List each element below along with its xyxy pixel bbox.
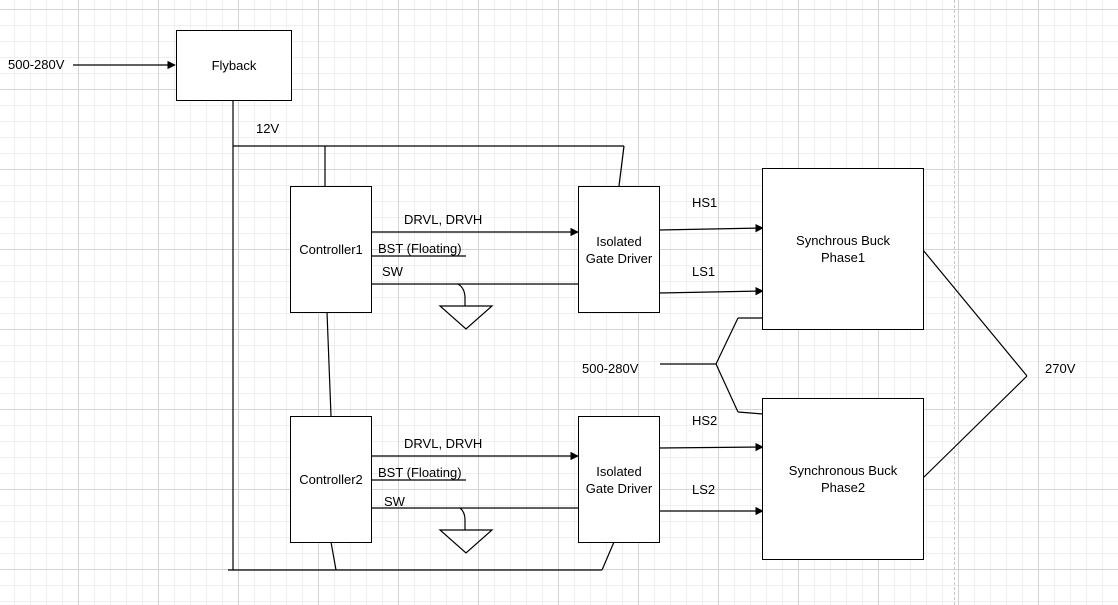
ground1-wire (457, 283, 466, 306)
buck2-block[interactable]: Synchronous Buck Phase2 (762, 398, 924, 560)
controller1-label: Controller1 (299, 242, 363, 257)
bst2-label: BST (Floating) (378, 465, 462, 480)
rail-12v-label: 12V (256, 121, 280, 136)
flyback-label: Flyback (211, 58, 257, 73)
buck1-block[interactable]: Synchrous Buck Phase1 (762, 168, 924, 330)
sw2-label: SW (384, 494, 405, 509)
ls2-label: LS2 (692, 482, 716, 497)
sw1-label: SW (382, 264, 403, 279)
drv2-label: DRVL, DRVH (404, 436, 483, 451)
input-mid-label: 500-280V (582, 361, 639, 376)
buck2-output-wire (922, 375, 1028, 479)
gate-driver2-label: Isolated Gate Driver (585, 463, 653, 496)
input-top-label: 500-280V (8, 57, 65, 72)
mid-input-to-buck2 (715, 363, 739, 413)
mid-input-to-buck2-tail (737, 411, 764, 415)
buck1-output-wire (922, 249, 1028, 377)
mid-input-to-buck1 (715, 317, 739, 365)
ls1-wire (658, 286, 764, 296)
ls1-label: LS1 (692, 264, 716, 279)
ground1-symbol (438, 305, 494, 330)
output-label: 270V (1045, 361, 1076, 376)
hs1-label: HS1 (692, 195, 718, 210)
ground2-wire (459, 507, 466, 530)
rail-to-gate-driver2 (601, 541, 615, 571)
hs2-label: HS2 (692, 413, 718, 428)
controller1-block[interactable]: Controller1 (290, 186, 372, 313)
gate-driver1-label: Isolated Gate Driver (585, 233, 653, 266)
drv1-label: DRVL, DRVH (404, 212, 483, 227)
gate-driver1-block[interactable]: Isolated Gate Driver (578, 186, 660, 313)
controller-link-wire (326, 311, 332, 417)
rail-to-gate-driver1 (618, 145, 625, 187)
controller2-label: Controller2 (299, 472, 363, 487)
bst1-label: BST (Floating) (378, 241, 462, 256)
ground2-symbol (438, 529, 494, 554)
flyback-block[interactable]: Flyback (176, 30, 292, 101)
hs1-wire (658, 223, 764, 233)
hs2-wire (658, 442, 764, 452)
buck1-label: Synchrous Buck Phase1 (796, 233, 890, 265)
buck2-label: Synchronous Buck Phase2 (788, 463, 898, 495)
page-boundary-line (954, 0, 955, 605)
controller2-block[interactable]: Controller2 (290, 416, 372, 543)
gate-driver2-block[interactable]: Isolated Gate Driver (578, 416, 660, 543)
rail-to-controller2 (330, 541, 337, 571)
